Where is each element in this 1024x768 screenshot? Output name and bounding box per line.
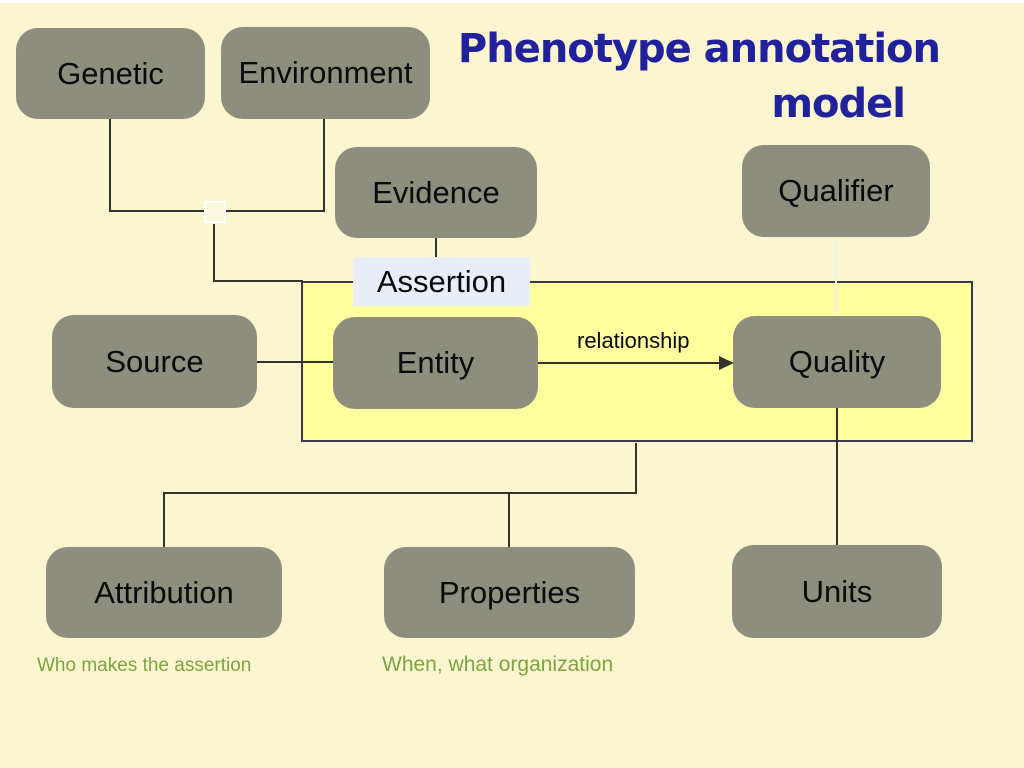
node-properties-label: Properties [438,574,581,610]
connector-genetic-down [109,119,111,211]
node-properties: Properties [384,547,635,638]
node-genetic: Genetic [16,28,205,119]
node-quality: Quality [733,316,941,408]
slide-top-edge [0,0,1024,3]
connector-attribution-down [163,492,165,547]
node-entity: Entity [333,317,538,409]
junction-node [204,201,226,223]
connector-bottom-join [163,492,637,494]
relationship-arrow-line [538,362,719,364]
node-evidence-label: Evidence [372,174,500,210]
node-source: Source [52,315,257,408]
connector-environment-down [323,119,325,211]
node-attribution-label: Attribution [94,574,234,610]
connector-group-down [635,443,637,494]
note-properties: When, what organization [382,653,614,676]
relationship-arrowhead-icon [719,356,734,370]
connector-properties-down [508,494,510,547]
connector-quality-units [836,408,838,545]
node-source-label: Source [105,343,204,379]
slide-title-line2: model [771,81,906,128]
connector-source-entity [257,361,333,363]
connector-evidence-assertion [435,238,437,258]
assertion-label: Assertion [353,257,530,306]
node-genetic-label: Genetic [57,55,164,91]
node-qualifier-label: Qualifier [778,173,894,208]
node-units: Units [732,545,942,638]
slide-title-line1: Phenotype annotation [457,26,941,72]
note-attribution: Who makes the assertion [37,655,252,676]
connector-junction-down [213,224,215,282]
node-qualifier: Qualifier [742,145,930,237]
connector-qualifier-quality [835,237,837,317]
relationship-label: relationship [577,328,690,353]
node-quality-label: Quality [788,344,886,379]
slide-title: Phenotype annotation model [457,22,941,132]
connector-junction-to-group [213,280,303,282]
node-evidence: Evidence [335,147,537,238]
node-environment: Environment [221,27,430,119]
assertion-label-text: Assertion [376,263,507,299]
node-attribution: Attribution [46,547,282,638]
node-environment-label: Environment [238,55,413,90]
node-units-label: Units [801,573,873,609]
node-entity-label: Entity [396,345,475,380]
